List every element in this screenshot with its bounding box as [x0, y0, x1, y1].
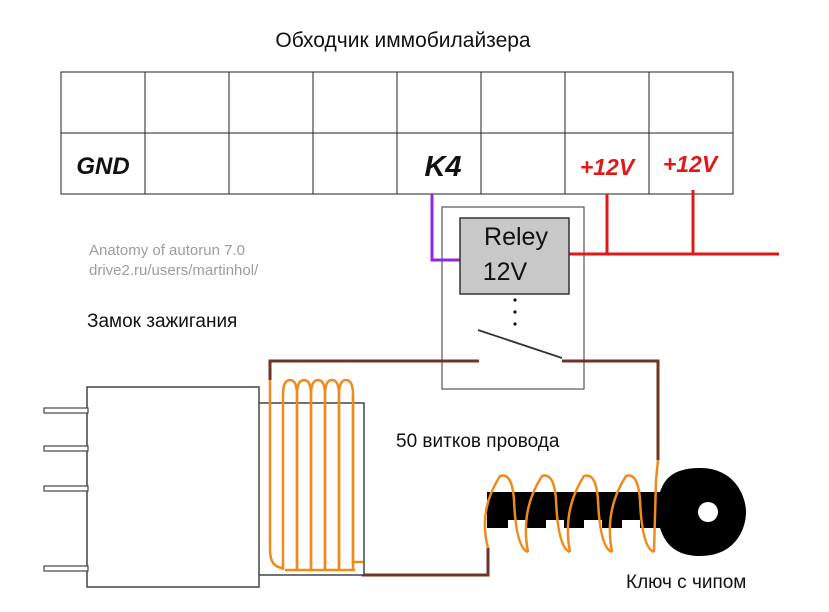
connector-block: [60, 71, 734, 195]
k4-wire: [430, 194, 460, 262]
ignition-pin: [43, 485, 89, 492]
pin-12v-label-2: +12V: [663, 151, 719, 177]
coil-lead-right: [351, 395, 363, 564]
coil-turn: [337, 378, 355, 570]
power-wires: [569, 190, 779, 256]
ignition-lock-body: [86, 386, 260, 588]
ignition-pin: [43, 565, 89, 572]
coil-lead-left: [268, 380, 285, 570]
key-coil-turn: [524, 474, 571, 554]
ignition-coil: [268, 378, 363, 572]
ignition-pin: [43, 407, 89, 414]
relay-actuator-link: [513, 298, 517, 326]
key-coil-turn: [483, 474, 529, 554]
chip-key-label: Ключ с чипом: [626, 572, 746, 593]
loop-wire-left: [268, 359, 479, 380]
key-coil: [483, 459, 660, 554]
pin-gnd-label: GND: [76, 153, 129, 180]
loop-wire-right: [562, 359, 660, 460]
watermark-line-2: drive2.ru/users/martinhol/: [89, 262, 259, 279]
watermark-line-1: Anatomy of autorun 7.0: [89, 242, 245, 259]
coil-turns-label: 50 витков провода: [396, 431, 560, 452]
key-coil-turn: [608, 474, 655, 554]
relay-body: [459, 217, 570, 295]
relay-label: Reley: [484, 223, 548, 251]
ignition-lock: [43, 386, 365, 588]
pin-k4-label: K4: [424, 151, 461, 183]
loop-wire-bottom: [361, 548, 490, 577]
key-coil-lead: [652, 459, 660, 553]
key-coil-turn: [566, 474, 613, 554]
diagram-title: Обходчик иммобилайзера: [275, 29, 531, 52]
relay-switch-contact: [477, 329, 563, 359]
pin-12v-label-1: +12V: [580, 154, 636, 180]
ignition-pin: [43, 445, 89, 452]
ignition-lock-label: Замок зажигания: [87, 311, 237, 332]
relay-voltage-label: 12V: [483, 258, 528, 286]
key-hole: [698, 502, 718, 522]
